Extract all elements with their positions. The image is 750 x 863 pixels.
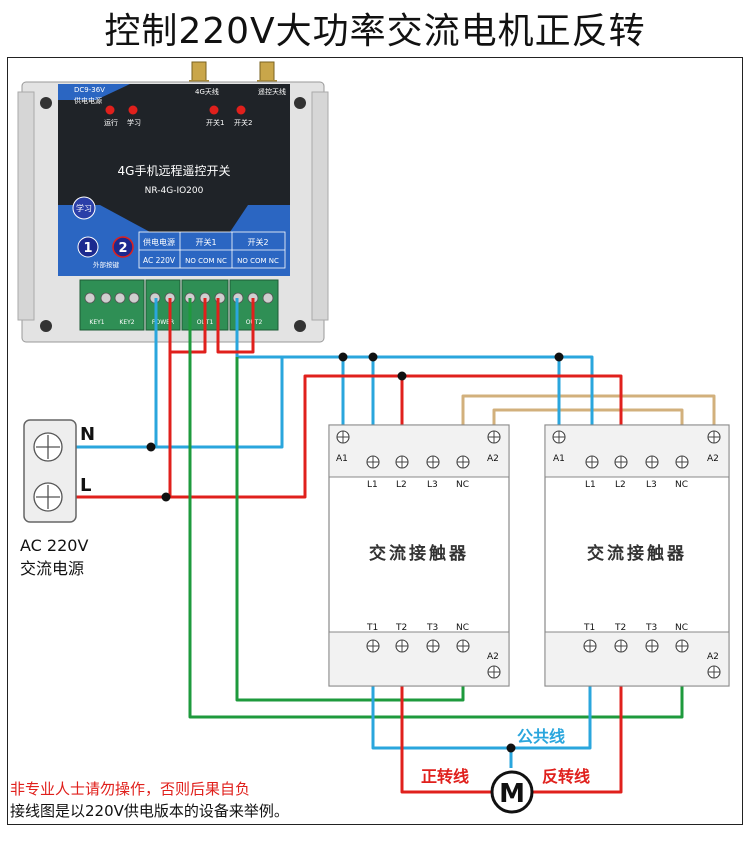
c2-l1-label: L1 (585, 480, 596, 490)
table-header-switch2: 开关2 (247, 237, 268, 247)
learn-button[interactable] (72, 196, 96, 220)
note-text: 接线图是以220V供电版本的设备来举例。 (10, 802, 289, 820)
c1-t1-label: T1 (366, 623, 378, 633)
c1-t3-label: T3 (426, 623, 438, 633)
controller-model: NR-4G-IO200 (145, 186, 204, 196)
c1-nc-top-label: NC (456, 480, 469, 490)
led-run-icon (105, 105, 115, 115)
ext-button-1-label: 1 (83, 241, 92, 256)
motor-forward-wire (400, 646, 492, 794)
c1-a1-label: A1 (336, 454, 348, 464)
ac-voltage-label: AC 220V (20, 536, 88, 555)
c2-nc-bottom-label: NC (675, 623, 688, 633)
c1-a2-bottom-label: A2 (487, 652, 499, 662)
diagram-frame (7, 57, 743, 825)
table-header-power: 供电电源 (143, 237, 175, 247)
motor-symbol: M (499, 779, 525, 809)
antenna-remote-label: 遥控天线 (258, 87, 286, 96)
led-learn-icon (128, 105, 138, 115)
ext-button-2[interactable] (112, 236, 134, 258)
dc-voltage-label: DC9-36V (74, 86, 105, 94)
ext-button-1[interactable] (77, 236, 99, 258)
junction-dots (146, 352, 564, 753)
ext-button-label: 外部按键 (93, 260, 120, 269)
forward-wire-label: 正转线 (421, 767, 469, 786)
c2-l2-label: L2 (615, 480, 626, 490)
antenna-4g-label: 4G天线 (195, 87, 219, 96)
c1-l3-label: L3 (427, 480, 438, 490)
table-cell-switch1-pins: NO COM NC (185, 257, 227, 265)
learn-button-label: 学习 (76, 203, 92, 213)
reverse-wire-label: 反转线 (542, 767, 590, 786)
contactor-reverse: A1 L1 L2 L3 NC A2 交流接触器 T1 T2 T3 NC A2 (544, 424, 730, 687)
c1-a2-top-label: A2 (487, 454, 499, 464)
led-switch2-icon (236, 105, 246, 115)
led-learn-label: 学习 (127, 118, 141, 127)
table-cell-switch2-pins: NO COM NC (237, 257, 279, 265)
c2-l3-label: L3 (646, 480, 657, 490)
terminal-key1-label: KEY1 (89, 319, 104, 326)
terminal-l-label: L (80, 475, 91, 496)
live-wire-com1 (170, 298, 207, 354)
motor: M 公共线 正转线 反转线 (421, 727, 590, 814)
led-run-label: 运行 (104, 118, 118, 127)
terminal-key2-label: KEY2 (119, 319, 134, 326)
c2-a1-label: A1 (553, 454, 565, 464)
controller-name: 4G手机远程遥控开关 (118, 163, 231, 178)
c1-l1-label: L1 (367, 480, 378, 490)
terminal-power-label: POWER (152, 319, 174, 326)
live-wire-main (170, 374, 623, 499)
power-supply-label: 供电电源 (74, 96, 102, 105)
table-header-switch1: 开关1 (195, 237, 216, 247)
motor-reverse-wire (532, 646, 623, 794)
terminal-table: 供电电源 开关1 开关2 AC 220V NO COM NC NO COM NC (138, 231, 286, 269)
c1-l2-label: L2 (396, 480, 407, 490)
controller-module: DC9-36V 供电电源 4G天线 遥控天线 运行 学习 开关1 开关2 4G手… (17, 61, 329, 343)
live-wire-com2 (216, 298, 255, 354)
terminal-strip: KEY1 KEY2 POWER OUT1 OUT2 (79, 279, 279, 331)
c2-a2-bottom-label: A2 (707, 652, 719, 662)
c2-t2-label: T2 (614, 623, 626, 633)
c1-t2-label: T2 (395, 623, 407, 633)
contactor-forward: A1 L1 L2 L3 NC A2 交流接触器 T1 T2 T3 NC A2 (328, 424, 510, 687)
c2-nc-top-label: NC (675, 480, 688, 490)
motor-common-wire (371, 646, 592, 750)
led-switch2-label: 开关2 (234, 118, 252, 127)
page-title: 控制220V大功率交流电机正反转 (104, 11, 646, 52)
c1-nc-bottom-label: NC (456, 623, 469, 633)
common-wire-label: 公共线 (517, 727, 565, 746)
ac-source-label: 交流电源 (20, 559, 84, 578)
c2-t3-label: T3 (645, 623, 657, 633)
motor-icon (490, 770, 534, 814)
led-switch1-icon (209, 105, 219, 115)
table-cell-ac220v: AC 220V (143, 256, 176, 265)
c2-t1-label: T1 (583, 623, 595, 633)
c2-name: 交流接触器 (587, 543, 687, 564)
ext-button-2-label: 2 (118, 241, 127, 256)
terminal-n-label: N (80, 424, 95, 445)
c2-a2-top-label: A2 (707, 454, 719, 464)
led-switch1-label: 开关1 (206, 118, 224, 127)
power-source: N L AC 220V 交流电源 (20, 419, 95, 578)
warning-text: 非专业人士请勿操作，否则后果自负 (10, 780, 251, 798)
c1-name: 交流接触器 (369, 543, 469, 564)
